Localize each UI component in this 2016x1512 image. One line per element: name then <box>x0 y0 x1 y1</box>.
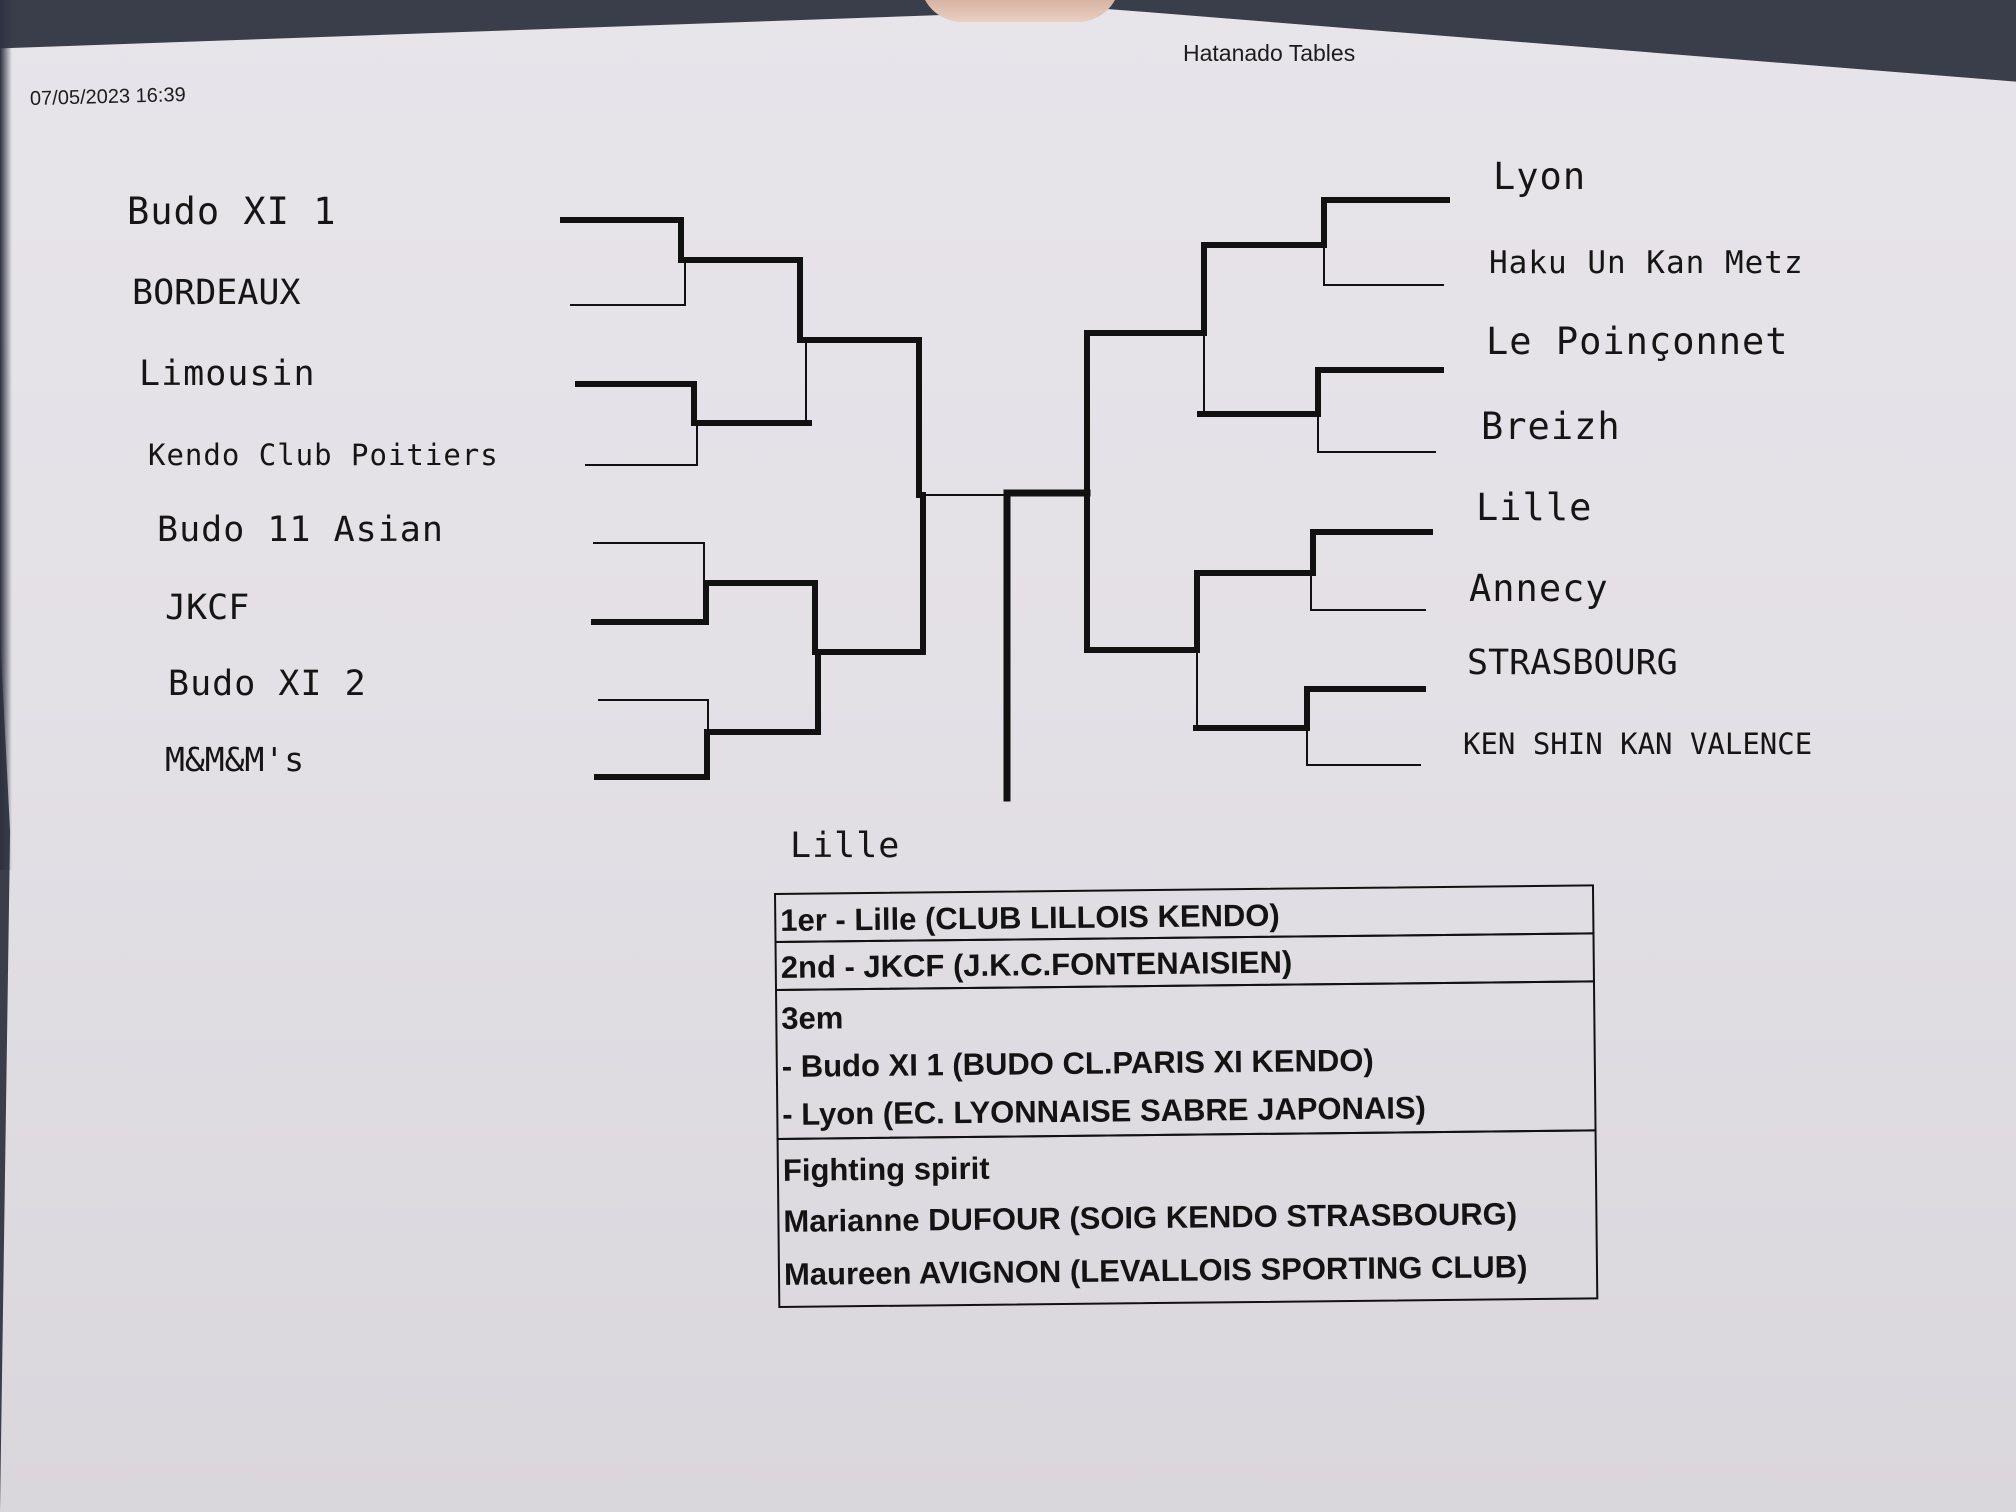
winner-label: Lille <box>790 826 901 866</box>
right-team-8: KEN SHIN KAN VALENCE <box>1463 727 1813 761</box>
second-place: 2nd - JKCF (J.K.C.FONTENAISIEN) <box>780 944 1293 985</box>
right-team-7: STRASBOURG <box>1467 643 1678 683</box>
fighting-spirit-row: Fighting spirit Marianne DUFOUR (SOIG KE… <box>776 1129 1599 1308</box>
right-team-5: Lille <box>1476 486 1593 529</box>
left-team-2: BORDEAUX <box>132 273 301 313</box>
right-bracket <box>1084 197 1450 731</box>
right-team-2: Haku Un Kan Metz <box>1489 245 1804 281</box>
left-team-7: Budo XI 2 <box>168 664 367 704</box>
right-team-1: Lyon <box>1493 155 1587 198</box>
fighting-spirit-title: Fighting spirit <box>782 1150 990 1188</box>
left-team-6: JKCF <box>165 588 250 628</box>
left-bracket-thin <box>570 259 1008 733</box>
left-team-8: M&M&M's <box>165 740 305 779</box>
right-team-6: Annecy <box>1469 567 1609 610</box>
left-team-4: Kendo Club Poitiers <box>148 438 499 472</box>
left-team-5: Budo 11 Asian <box>157 510 444 550</box>
results-table: 1er - Lille (CLUB LILLOIS KENDO) 2nd - J… <box>774 884 1599 1308</box>
fighting-spirit-1: Marianne DUFOUR (SOIG KENDO STRASBOURG) <box>783 1196 1518 1239</box>
center-stem <box>1003 489 1091 802</box>
third-place-1: - Budo XI 1 (BUDO CL.PARIS XI KENDO) <box>781 1042 1374 1084</box>
right-team-4: Breizh <box>1481 405 1621 448</box>
third-place-row: 3em - Budo XI 1 (BUDO CL.PARIS XI KENDO)… <box>775 980 1597 1140</box>
left-bracket <box>560 217 926 780</box>
right-team-3: Le Poinçonnet <box>1486 320 1789 363</box>
left-team-1: Budo XI 1 <box>127 190 337 233</box>
first-place: 1er - Lille (CLUB LILLOIS KENDO) <box>780 897 1280 938</box>
right-bracket-thin <box>1086 244 1444 766</box>
fighting-spirit-2: Maureen AVIGNON (LEVALLOIS SPORTING CLUB… <box>783 1249 1528 1292</box>
background-shadow <box>0 0 12 870</box>
third-place-title: 3em <box>781 1000 844 1036</box>
document-title: Hatanado Tables <box>1183 40 1356 66</box>
left-team-3: Limousin <box>139 354 316 394</box>
thumb <box>920 0 1120 22</box>
third-place-2: - Lyon (EC. LYONNAISE SABRE JAPONAIS) <box>782 1090 1427 1132</box>
